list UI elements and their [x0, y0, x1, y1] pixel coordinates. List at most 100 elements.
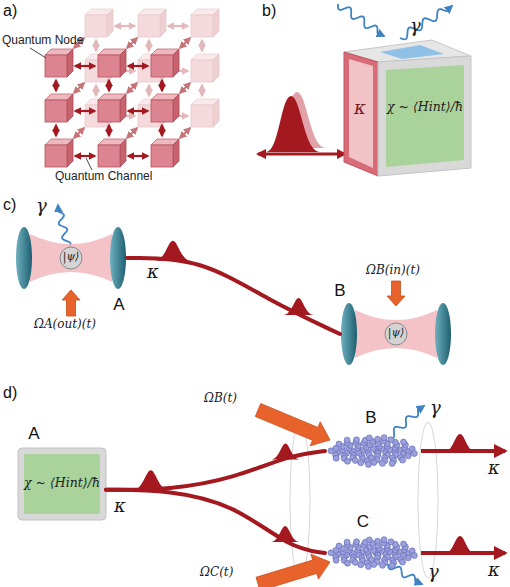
channel-line	[127, 38, 137, 48]
atom	[400, 559, 406, 565]
quantum-node-cube	[98, 139, 126, 167]
cube-side	[160, 9, 166, 37]
cavity-mirror	[16, 227, 32, 289]
quantum-state: |ψ⟩	[371, 327, 421, 340]
connector-group	[106, 258, 340, 553]
beam-splitter-outline	[290, 422, 310, 578]
quantum-node-cube	[98, 94, 126, 122]
cube-side	[173, 139, 179, 167]
cavity-mode	[30, 234, 112, 282]
quantum-state: |ψ⟩	[46, 251, 96, 264]
channel-line	[128, 155, 148, 157]
cube-front	[191, 60, 213, 82]
box-frame	[18, 448, 106, 520]
atom	[401, 439, 407, 445]
photon-pulse	[444, 536, 476, 554]
atom	[344, 539, 350, 545]
atom	[345, 458, 351, 464]
control-field-label: ΩC(t)	[200, 566, 233, 580]
atom	[375, 538, 381, 544]
channel-line	[75, 155, 95, 157]
leader-line	[30, 48, 46, 58]
photon-pulse	[283, 298, 314, 315]
quantum-node-cube	[85, 9, 113, 37]
quantum-node-cube	[138, 9, 166, 37]
channel-line	[75, 110, 95, 112]
atom	[405, 453, 411, 459]
atom	[381, 537, 387, 543]
atom	[358, 562, 364, 568]
atom	[354, 437, 360, 443]
cube-front	[45, 145, 67, 167]
spontaneous-emission-wave	[338, 4, 384, 36]
atom	[405, 555, 411, 561]
atom	[336, 441, 342, 447]
channel-line	[108, 80, 110, 91]
atom	[366, 435, 372, 441]
photon-pulse	[266, 96, 320, 152]
photon-pulse	[271, 444, 300, 460]
coupling-formula: χ ~ ⟨Hint⟩/ħ	[24, 476, 100, 490]
atom	[388, 437, 394, 443]
quantum-node-cube	[191, 99, 219, 127]
atom	[333, 455, 339, 461]
channel-line	[148, 40, 150, 51]
coupling-rate: κ	[488, 560, 500, 581]
cube-side	[213, 99, 219, 127]
channel-line	[74, 83, 84, 93]
atomic-ensemble: C	[325, 536, 420, 570]
cube-front	[151, 145, 173, 167]
cube-front	[151, 100, 173, 122]
decay-rate: γ	[36, 196, 47, 217]
control-field-arrow	[62, 290, 80, 316]
decay-rate: κ	[346, 98, 374, 119]
channel-line	[161, 125, 163, 136]
cavity-mirror	[110, 227, 126, 289]
atom	[333, 557, 339, 563]
channel-line	[168, 25, 188, 27]
atom	[400, 457, 406, 463]
atom	[328, 448, 334, 454]
node-letter: A	[109, 295, 129, 315]
node-letter: A	[24, 424, 44, 444]
quantum-channel-link	[127, 258, 340, 334]
cube-front-face	[378, 56, 471, 176]
cube-front	[85, 15, 107, 37]
atom	[336, 543, 342, 549]
atom	[379, 460, 385, 466]
atom	[358, 460, 364, 466]
atom	[389, 562, 395, 568]
cube-front	[98, 100, 120, 122]
control-field-label: ΩA(out)(t)	[34, 318, 96, 332]
channel-line	[95, 40, 97, 51]
quantum-node-cube	[151, 139, 179, 167]
quantum-node-cube	[191, 9, 219, 37]
channel-line	[115, 25, 135, 27]
cube-side	[120, 49, 126, 77]
pulse-group	[133, 241, 314, 542]
panel-letter: c)	[3, 196, 16, 214]
channel-line	[128, 65, 148, 67]
cube-front	[98, 145, 120, 167]
cube-side	[67, 49, 73, 77]
atom	[375, 436, 381, 442]
channel-line	[75, 65, 95, 67]
cube-side	[213, 9, 219, 37]
control-field-arrow	[387, 281, 405, 306]
cavity: |ψ⟩B	[340, 301, 452, 367]
quantum-node-cube	[45, 49, 73, 77]
quantum-channel-link	[106, 451, 325, 490]
atom	[411, 553, 417, 559]
atomic-ensemble-outline	[325, 536, 420, 570]
channel-line	[127, 83, 137, 93]
spontaneous-emission-wave	[57, 205, 71, 248]
atom	[366, 537, 372, 543]
decay-rate: γ	[430, 398, 441, 419]
quantum-node-cube	[151, 94, 179, 122]
channel-line	[180, 38, 190, 48]
box-panel	[24, 454, 100, 514]
coupling-rate: κ	[488, 458, 500, 479]
decay-rate: γ	[410, 16, 421, 37]
channel-line	[55, 80, 57, 91]
